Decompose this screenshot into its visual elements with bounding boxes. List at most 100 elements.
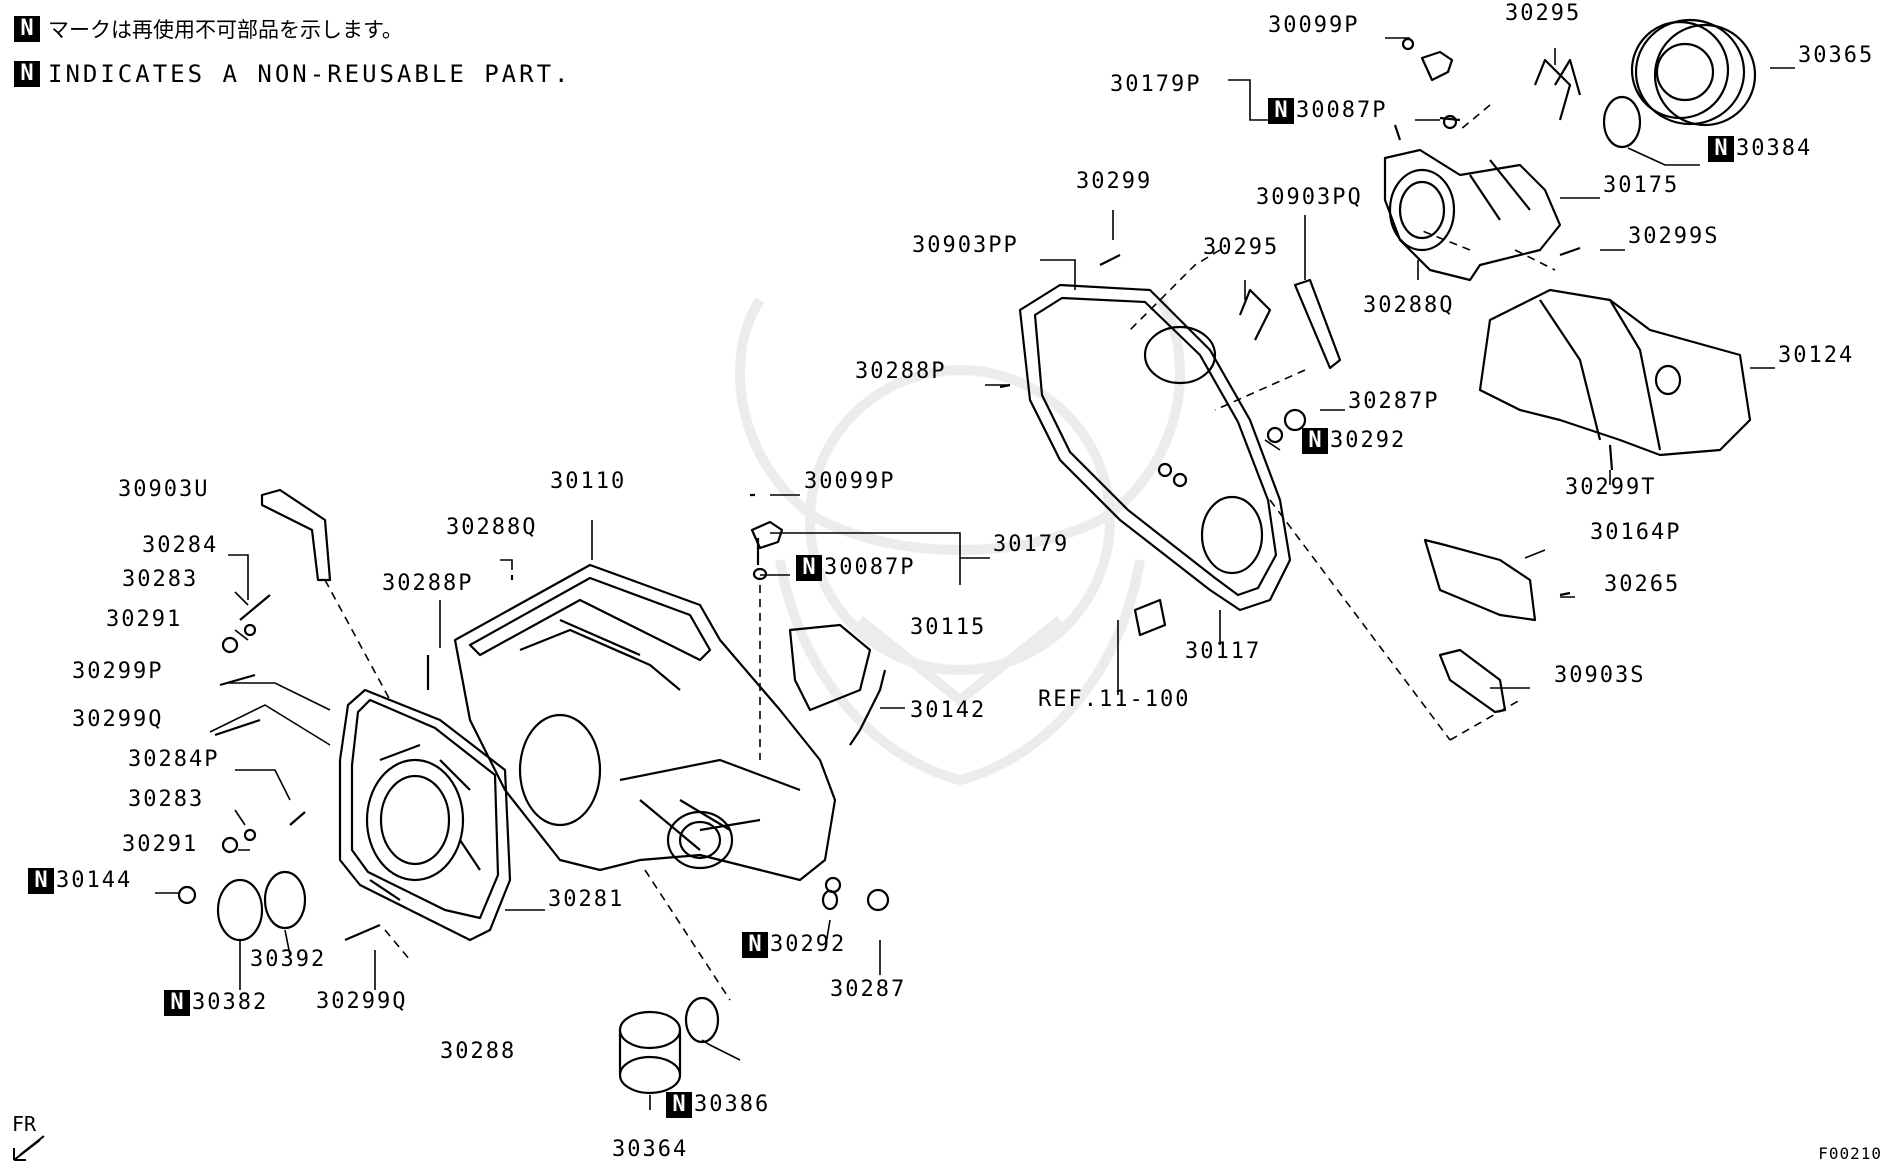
- bracket-30903U: [260, 488, 332, 582]
- part-label-30164p: 30164P: [1590, 521, 1681, 545]
- non-reusable-badge-icon: N: [164, 990, 190, 1016]
- non-reusable-badge-icon: N: [666, 1092, 692, 1118]
- extension-housing-30175: [1383, 148, 1562, 282]
- oil-seal-30386: [684, 996, 720, 1044]
- part-label-30287: 30287: [830, 978, 906, 1002]
- part-number: 30087P: [1296, 98, 1388, 123]
- part-label-30099p-mid: 30099P: [804, 470, 895, 494]
- part-number: 30284P: [128, 747, 220, 772]
- part-label-30265: 30265: [1604, 573, 1680, 597]
- non-reusable-badge-icon: N: [14, 61, 40, 87]
- part-number: 30265: [1604, 572, 1681, 597]
- part-label-ref: REF.11-100: [1038, 688, 1190, 712]
- part-number: 30384: [1736, 136, 1813, 161]
- bracket-30903S: [1438, 648, 1507, 714]
- part-label-30288p-top: 30288P: [855, 360, 946, 384]
- part-number: 30382: [192, 990, 269, 1015]
- part-label-30283-a: 30283: [122, 568, 198, 592]
- plate-30115: [788, 623, 872, 712]
- part-label-30117: 30117: [1185, 640, 1261, 664]
- part-number: 30284: [142, 533, 219, 558]
- cover-30164P: [1423, 538, 1537, 622]
- non-reusable-badge-icon: N: [14, 16, 40, 42]
- part-number: 30099P: [1268, 13, 1360, 38]
- part-label-30175: 30175: [1603, 174, 1679, 198]
- part-number: 30299P: [72, 659, 164, 684]
- part-label-30295-mid: 30295: [1203, 236, 1279, 260]
- part-label-30365: 30365: [1798, 44, 1874, 68]
- part-number: 30295: [1505, 1, 1582, 26]
- part-number: 30142: [910, 698, 987, 723]
- part-number: 30288: [440, 1039, 517, 1064]
- part-number: 30903S: [1554, 663, 1646, 688]
- part-label-30099p-top: 30099P: [1268, 14, 1359, 38]
- part-number: 30164P: [1590, 520, 1682, 545]
- part-number: 30903PP: [912, 233, 1019, 258]
- part-number: 30287: [830, 977, 907, 1002]
- part-number: 30287P: [1348, 389, 1440, 414]
- part-label-30903pp: 30903PP: [912, 234, 1019, 258]
- part-label-30283-b: 30283: [128, 788, 204, 812]
- figure-code: F00210: [1818, 1144, 1882, 1163]
- part-number: 30087P: [824, 555, 916, 580]
- front-case-30281: [338, 688, 512, 942]
- part-label-30284: 30284: [142, 534, 218, 558]
- part-number: 30179: [993, 532, 1070, 557]
- part-number: 30365: [1798, 43, 1875, 68]
- part-label-30110: 30110: [550, 470, 626, 494]
- part-label-30392: 30392: [250, 948, 326, 972]
- part-number: 30292: [1330, 428, 1407, 453]
- bracket-30903PQ: [1293, 278, 1342, 370]
- part-label-30903pq: 30903PQ: [1256, 186, 1363, 210]
- part-label-30299t: 30299T: [1565, 476, 1656, 500]
- part-label-30287p: 30287P: [1348, 390, 1439, 414]
- legend-jp: N マークは再使用不可部品を示します。: [14, 14, 403, 44]
- part-number: 30364: [612, 1137, 689, 1162]
- part-label-30288q-mid: 30288Q: [446, 516, 537, 540]
- front-direction-arrow-icon: [13, 1135, 45, 1161]
- protector-30124: [1478, 288, 1752, 457]
- part-number: 30115: [910, 615, 987, 640]
- leader-lines: [155, 37, 1795, 1110]
- part-number: 30124: [1778, 343, 1855, 368]
- part-number: 30175: [1603, 173, 1680, 198]
- tube-30142: [849, 669, 887, 746]
- orientation-label: FR: [12, 1112, 37, 1136]
- part-number: 30099P: [804, 469, 896, 494]
- part-number: 30110: [550, 469, 627, 494]
- speed-sensor-30179P: [1420, 50, 1454, 82]
- part-number: 30299Q: [72, 707, 164, 732]
- non-reusable-badge-icon: N: [1268, 98, 1294, 124]
- part-number: 30283: [122, 567, 199, 592]
- part-label-30299: 30299: [1076, 170, 1152, 194]
- part-label-30179: 30179: [993, 533, 1069, 557]
- part-label-30115: 30115: [910, 616, 986, 640]
- part-label-30364: 30364: [612, 1138, 688, 1162]
- part-label-30295-top: 30295: [1505, 2, 1581, 26]
- legend-en: N INDICATES A NON-REUSABLE PART.: [14, 60, 571, 88]
- legend-jp-text: マークは再使用不可部品を示します。: [48, 18, 403, 42]
- part-label-30179p: 30179P: [1110, 73, 1201, 97]
- part-label-30299p: 30299P: [72, 660, 163, 684]
- part-number: 30299S: [1628, 224, 1720, 249]
- part-number: 30117: [1185, 639, 1262, 664]
- part-label-30903s: 30903S: [1554, 664, 1645, 688]
- part-number: 30299: [1076, 169, 1153, 194]
- oil-seal-30384: [1602, 95, 1642, 149]
- part-number: 30144: [56, 868, 133, 893]
- part-number: 30288Q: [446, 515, 538, 540]
- part-number: 30903PQ: [1256, 185, 1363, 210]
- part-label-30142: 30142: [910, 699, 986, 723]
- non-reusable-badge-icon: N: [28, 868, 54, 894]
- part-label-30284p: 30284P: [128, 748, 219, 772]
- part-label-30291-a: 30291: [106, 608, 182, 632]
- part-label-30299q-a: 30299Q: [72, 708, 163, 732]
- part-label-30291-b: 30291: [122, 833, 198, 857]
- transfer-case-30110: [453, 563, 837, 882]
